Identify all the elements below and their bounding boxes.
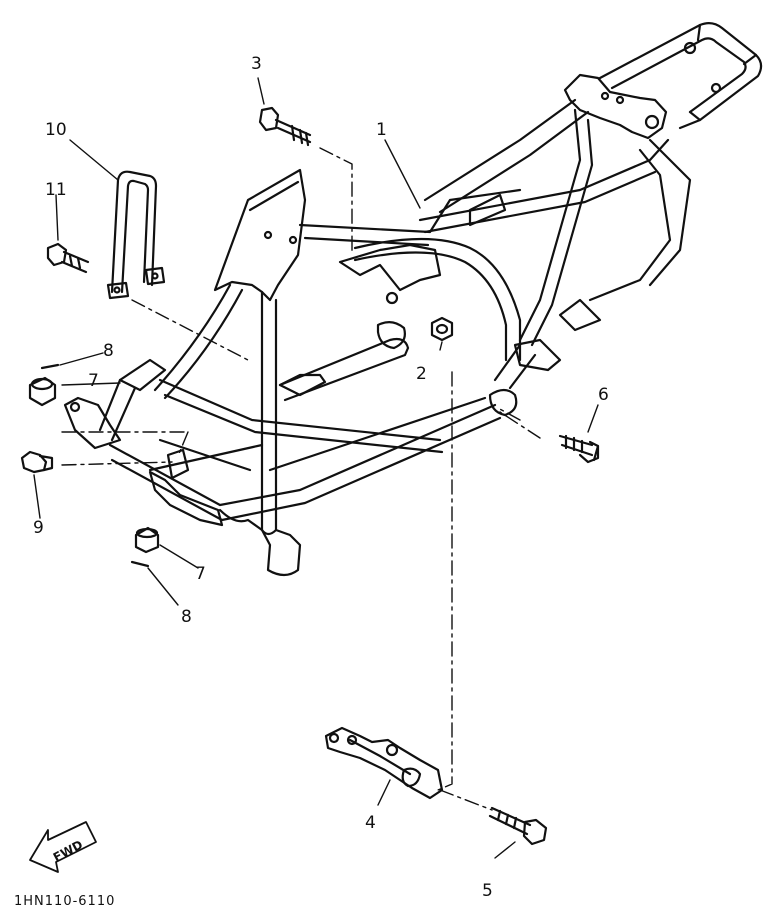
bushing-7-upper [28,376,57,407]
callout-8-upper: 8 [103,341,114,361]
callout-6: 6 [598,385,609,405]
callout-10: 10 [45,120,67,140]
stud-9 [20,450,54,474]
callout-3: 3 [251,54,262,74]
nut-2 [430,316,454,342]
bushing-7-lower [134,526,160,554]
callout-1: 1 [376,120,387,140]
callout-11: 11 [45,180,67,200]
head-plate [213,168,307,302]
pin-8-lower [130,560,150,568]
u-bracket-10 [106,170,166,300]
forward-arrow-label: FWD [51,838,85,865]
drawing-code: 1HN110-6110 [14,894,116,909]
bolt-5 [488,806,548,846]
bolt-6 [558,434,600,464]
callout-2: 2 [416,364,427,384]
leader-lines [33,77,599,859]
engine-bracket-4 [324,726,444,800]
rear-rack [598,21,763,130]
bolt-3 [258,106,312,147]
callout-5: 5 [482,881,493,901]
assembly-lines [61,147,541,811]
pin-8-upper [40,363,60,370]
callout-8-lower: 8 [181,607,192,627]
callout-4: 4 [365,813,376,833]
forward-arrow: FWD [29,821,97,873]
callout-7-upper: 7 [88,371,99,391]
main-frame [63,21,763,577]
callout-7-lower: 7 [195,564,206,584]
bolt-11 [46,242,90,274]
callout-9: 9 [33,518,44,538]
